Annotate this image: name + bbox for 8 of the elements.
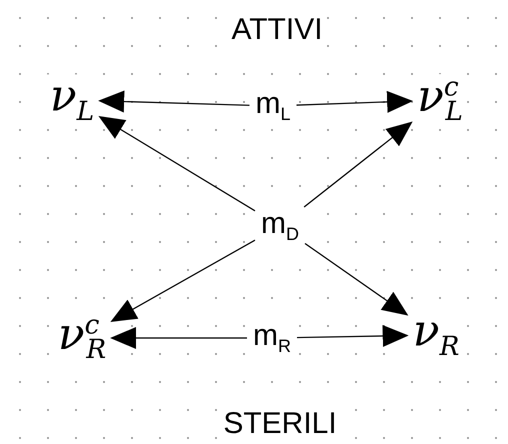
arrow — [304, 122, 413, 208]
arrow — [98, 90, 250, 113]
arrow — [296, 90, 414, 113]
arrow — [110, 327, 247, 349]
arrow — [296, 324, 409, 347]
arrow — [110, 240, 256, 322]
arrow — [98, 116, 256, 212]
arrow — [304, 242, 408, 316]
